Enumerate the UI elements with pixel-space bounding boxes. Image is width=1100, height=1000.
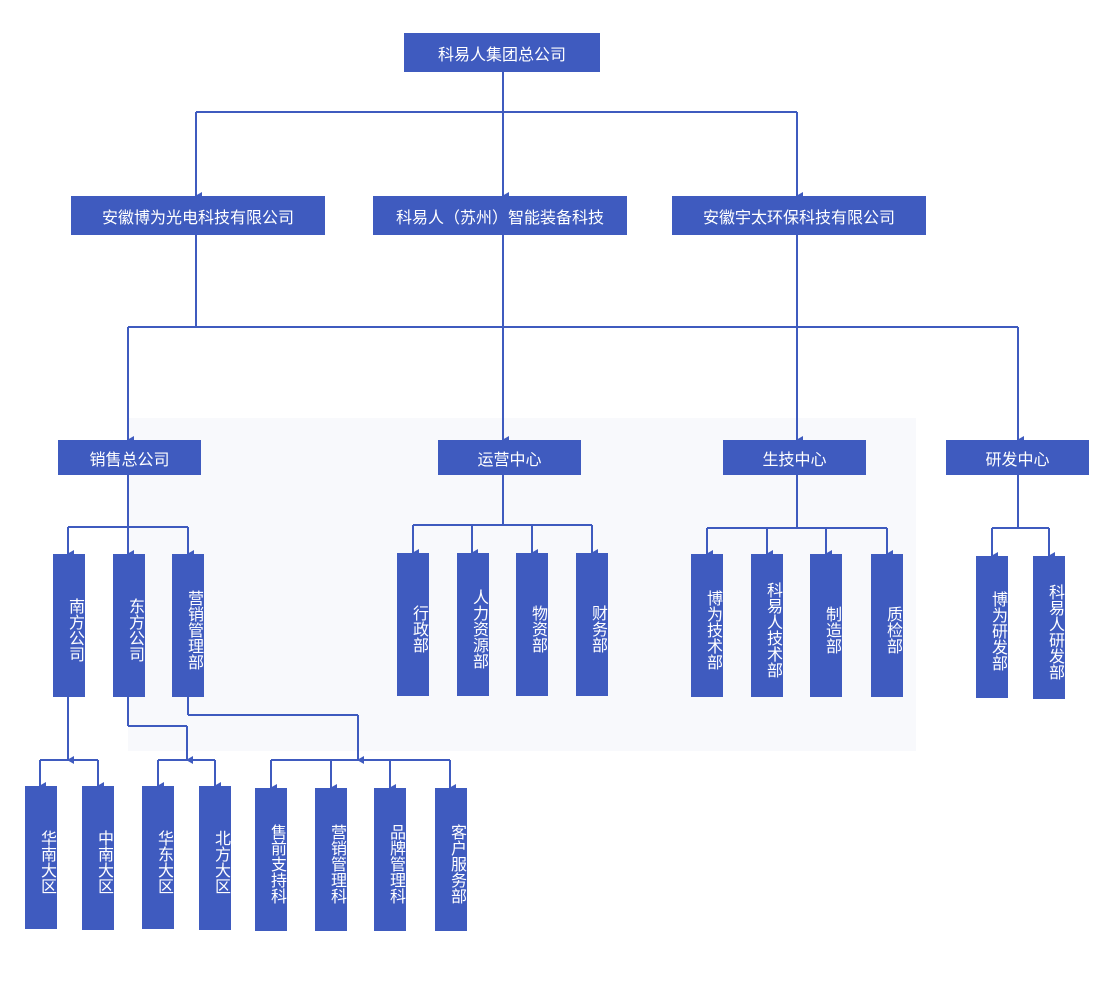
keyiren-tech-dept-label: 科易人技术部 [764,581,783,678]
central-south-region-label: 中南大区 [95,830,114,894]
node-keyiren-tech-dept: 科易人技术部 [751,554,783,697]
node-east-china-region: 华东大区 [142,786,174,929]
node-east-company: 东方公司 [113,554,145,697]
bowei-rd-dept-label: 博为研发部 [989,591,1008,671]
east-company-label: 东方公司 [126,597,145,662]
east-china-region-label: 华东大区 [155,829,174,894]
node-company-guangdian: 安徽博为光电科技有限公司 [71,196,325,235]
node-admin-dept: 行政部 [397,553,429,696]
quality-dept-label: 质检部 [884,605,903,654]
node-production-center: 生技中心 [723,440,866,475]
marketing-mgmt-label: 营销管理部 [185,589,204,670]
node-root: 科易人集团总公司 [404,33,600,72]
north-region-label: 北方大区 [212,830,231,894]
node-logistics-dept: 物资部 [516,553,548,696]
node-north-region: 北方大区 [199,786,231,930]
node-operations-center: 运营中心 [438,440,581,475]
node-central-south-region: 中南大区 [82,786,114,930]
admin-dept-label: 行政部 [410,604,429,653]
finance-dept-label: 财务部 [589,604,608,653]
node-finance-dept: 财务部 [576,553,608,696]
node-south-china-region: 华南大区 [25,786,57,929]
keyiren-rd-dept-label: 科易人研发部 [1046,583,1065,680]
bowei-tech-dept-label: 博为技术部 [704,589,723,670]
south-company-label: 南方公司 [66,597,85,662]
node-marketing-mgmt: 营销管理部 [172,554,204,697]
south-china-region-label: 华南大区 [38,829,57,894]
node-bowei-rd-dept: 博为研发部 [976,556,1008,698]
brand-section-label: 品牌管理科 [387,823,406,904]
hr-dept-label: 人力资源部 [470,588,489,669]
node-manufacturing-dept: 制造部 [810,554,842,697]
node-brand-section: 品牌管理科 [374,788,406,931]
node-quality-dept: 质检部 [871,554,903,697]
presales-section-label: 售前支持科 [268,823,287,904]
node-marketing-section: 营销管理科 [315,788,347,931]
marketing-section-label: 营销管理科 [328,823,347,904]
node-sales-hq: 销售总公司 [58,440,201,475]
node-customer-service-dept: 客户服务部 [435,788,467,931]
node-hr-dept: 人力资源部 [457,553,489,696]
node-company-yutai: 安徽宇太环保科技有限公司 [672,196,926,235]
node-south-company: 南方公司 [53,554,85,697]
node-presales-section: 售前支持科 [255,788,287,931]
manufacturing-dept-label: 制造部 [823,605,842,654]
customer-service-dept-label: 客户服务部 [448,823,467,904]
logistics-dept-label: 物资部 [529,604,548,653]
node-rd-center: 研发中心 [946,440,1089,475]
node-keyiren-rd-dept: 科易人研发部 [1033,556,1065,699]
node-bowei-tech-dept: 博为技术部 [691,554,723,697]
node-company-suzhou: 科易人（苏州）智能装备科技 [373,196,627,235]
